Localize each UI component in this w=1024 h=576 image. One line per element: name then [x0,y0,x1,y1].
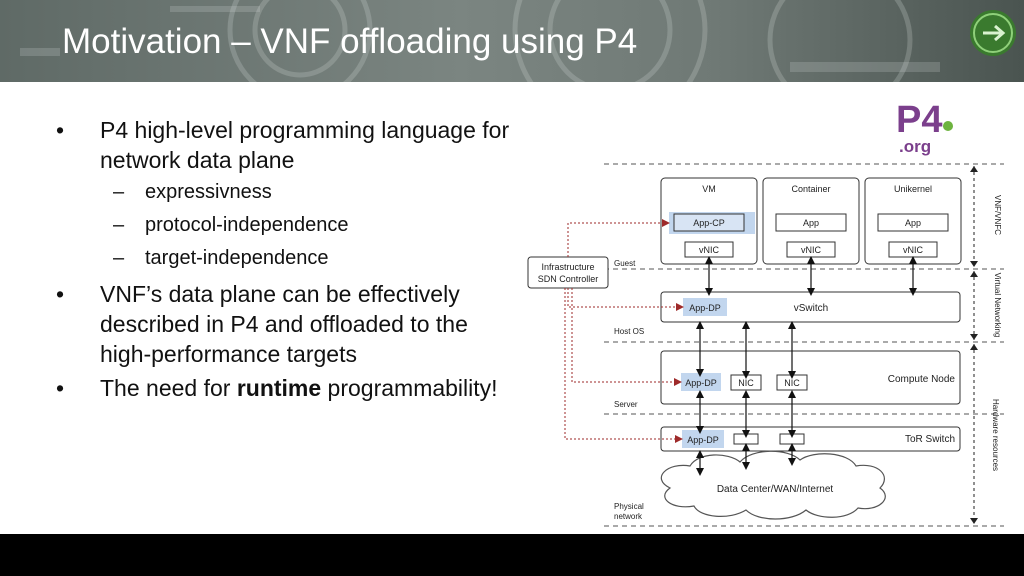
bullet-text-line: VNF’s data plane can be effectively [100,281,460,307]
sub-bullet-item: – target-independence [56,245,576,271]
bullet-text-line: described in P4 and offloaded to the [100,311,468,337]
side-label-virtual: Virtual Networking [993,273,1002,338]
sub-bullet-item: – protocol-independence [56,212,576,238]
cloud-label: Data Center/WAN/Internet [717,484,834,495]
container-label: Container [791,184,830,194]
bullet-text-post: programmability! [321,375,498,401]
bullet-item: • VNF’s data plane can be effectively de… [56,279,576,369]
bullet-text-line: high-performance targets [100,341,357,367]
app-dp-box [683,298,727,316]
bullet-item: • P4 high-level programming language for… [56,115,576,175]
bullet-item: • The need for runtime programmability! [56,373,576,403]
app-dp-label: App-DP [687,435,719,445]
bullet-text-pre: The need for [100,375,237,401]
side-label-hardware: Hardware resources [991,399,1000,471]
sub-bullet-item: – expressivness [56,179,576,205]
nic-label: NIC [784,378,800,388]
vm-label: VM [702,184,716,194]
layer-label-physical: Physical [614,502,644,511]
sub-bullet-text: protocol-independence [145,214,349,236]
app-label: App [803,218,819,228]
bottom-bar [0,534,1024,576]
controller-label-line2: SDN Controller [538,274,599,284]
port-box [733,433,759,445]
cloud-shape [660,450,886,520]
sub-bullet-glyph: – [113,214,125,236]
bullet-glyph: • [56,375,65,401]
bullet-text-bold: runtime [236,375,322,401]
app-dp-box [682,430,724,448]
bullet-glyph: • [56,281,65,307]
slide: Motivation – VNF offloading using P4 • P… [0,0,1024,534]
sub-bullet-glyph: – [113,181,125,203]
sub-bullet-text: target-independence [145,247,329,269]
bullet-glyph: • [56,117,65,143]
app-cp-label: App-CP [693,218,725,228]
layer-divider-lines [604,163,1004,527]
vnic-label: vNIC [699,245,720,255]
bullet-list: • P4 high-level programming language for… [56,115,576,407]
sub-bullet-text: expressivness [145,181,272,203]
layer-label-server: Server [614,400,638,409]
layer-label-host-os: Host OS [614,327,644,336]
app-dp-label: App-DP [685,378,717,388]
unikernel-label: Unikernel [894,184,932,194]
logo-sub-text: .org [899,137,931,156]
architecture-diagram: VNF/VNFC Virtual Networking Hardware res… [527,163,1004,527]
logo-dot-icon [943,121,953,131]
controller-links [564,219,684,443]
app-label: App [905,218,921,228]
bullet-text-line: P4 high-level programming language for [100,117,510,143]
side-label-vnf: VNF/VNFC [993,195,1002,235]
sub-bullet-glyph: – [113,247,125,269]
tor-switch-box [660,426,961,452]
nic-label: NIC [738,378,754,388]
app-box [775,213,847,232]
controller-label-line1: Infrastructure [541,262,594,272]
vnic-label: vNIC [801,245,822,255]
tor-switch-label: ToR Switch [905,434,955,445]
compute-node-label: Compute Node [888,374,956,385]
app-box [877,213,949,232]
header-banner: Motivation – VNF offloading using P4 [0,0,1024,82]
app-cp-box [673,213,745,232]
bullet-text-line: network data plane [100,147,295,173]
app-dp-box [681,373,721,391]
logo-main-text: P4 [896,99,942,141]
slide-title: Motivation – VNF offloading using P4 [62,22,638,61]
port-box [779,433,805,445]
vnic-label: vNIC [903,245,924,255]
layer-label-guest: Guest [614,259,636,268]
connection-arrows [696,256,917,476]
compute-node-box [660,350,961,405]
vswitch-label: vSwitch [794,303,828,314]
p4-logo: P4 .org [896,99,953,156]
layer-label-network: network [614,512,643,521]
app-dp-label: App-DP [689,303,721,313]
header-decoration [20,0,1016,82]
arrow-right-icon [983,24,1006,42]
